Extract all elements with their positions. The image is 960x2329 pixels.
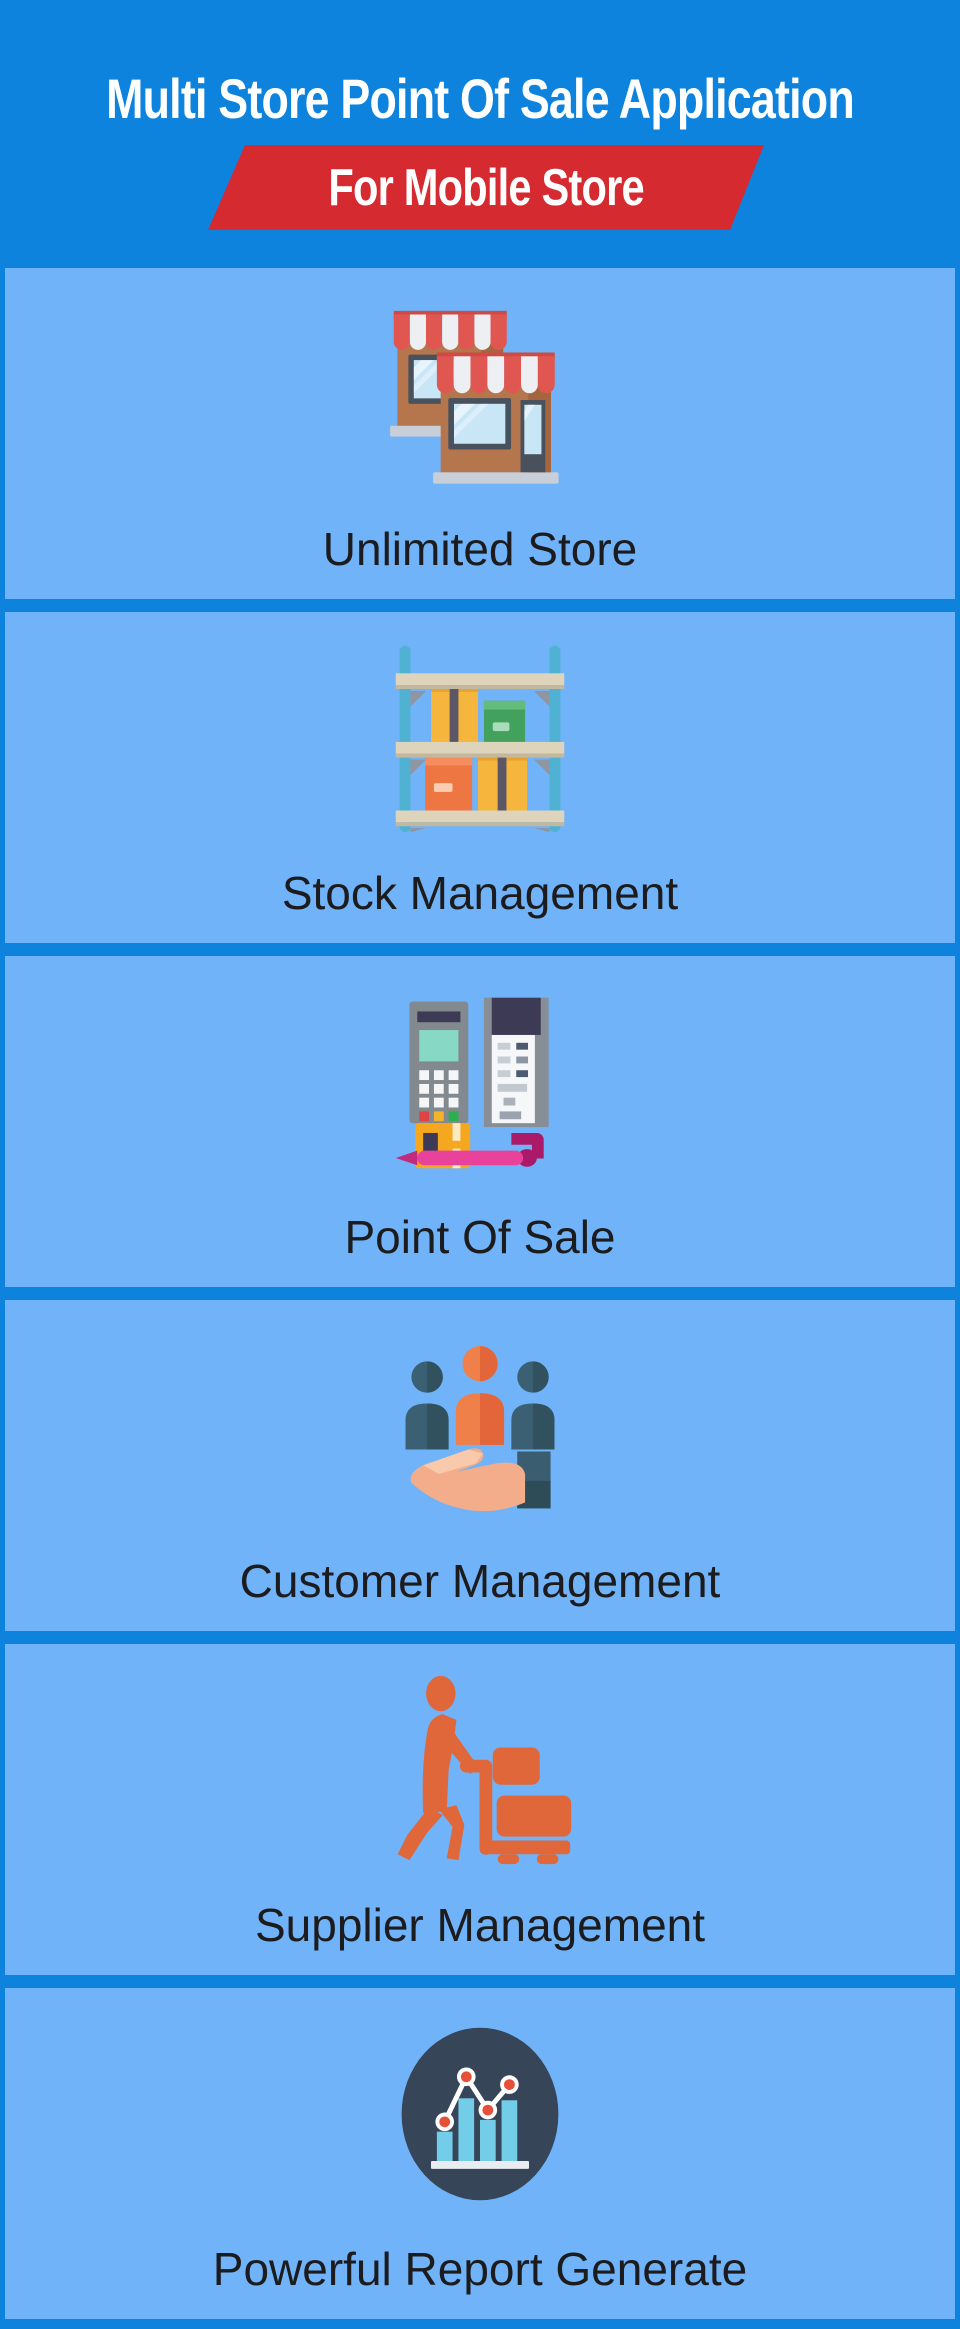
supplier-trolley-icon: [380, 1672, 580, 1868]
store-icon: [380, 296, 580, 492]
ribbon-label: For Mobile Store: [328, 158, 644, 217]
feature-label: Point Of Sale: [344, 1210, 616, 1263]
customer-hand-icon: [380, 1328, 580, 1524]
report-chart-icon: [380, 2016, 580, 2212]
feature-section-point-of-sale: Point Of Sale: [5, 956, 955, 1287]
ribbon-banner: For Mobile Store: [208, 145, 764, 230]
feature-label: Stock Management: [281, 866, 679, 919]
header-banner: Multi Store Point Of Sale Application Fo…: [0, 0, 960, 268]
feature-section-stock-management: Stock Management: [5, 612, 955, 943]
feature-label: Customer Management: [239, 1554, 721, 1607]
feature-label: Unlimited Store: [322, 522, 638, 575]
page-title: Multi Store Point Of Sale Application: [106, 67, 855, 130]
feature-section-supplier-management: Supplier Management: [5, 1644, 955, 1975]
stock-shelf-icon: [380, 640, 580, 836]
feature-section-unlimited-store: Unlimited Store: [5, 268, 955, 599]
feature-label: Powerful Report Generate: [212, 2242, 748, 2295]
feature-label: Supplier Management: [254, 1898, 706, 1951]
feature-section-report-generate: Powerful Report Generate: [5, 1988, 955, 2319]
pos-terminal-icon: [380, 984, 580, 1180]
feature-section-customer-management: Customer Management: [5, 1300, 955, 1631]
